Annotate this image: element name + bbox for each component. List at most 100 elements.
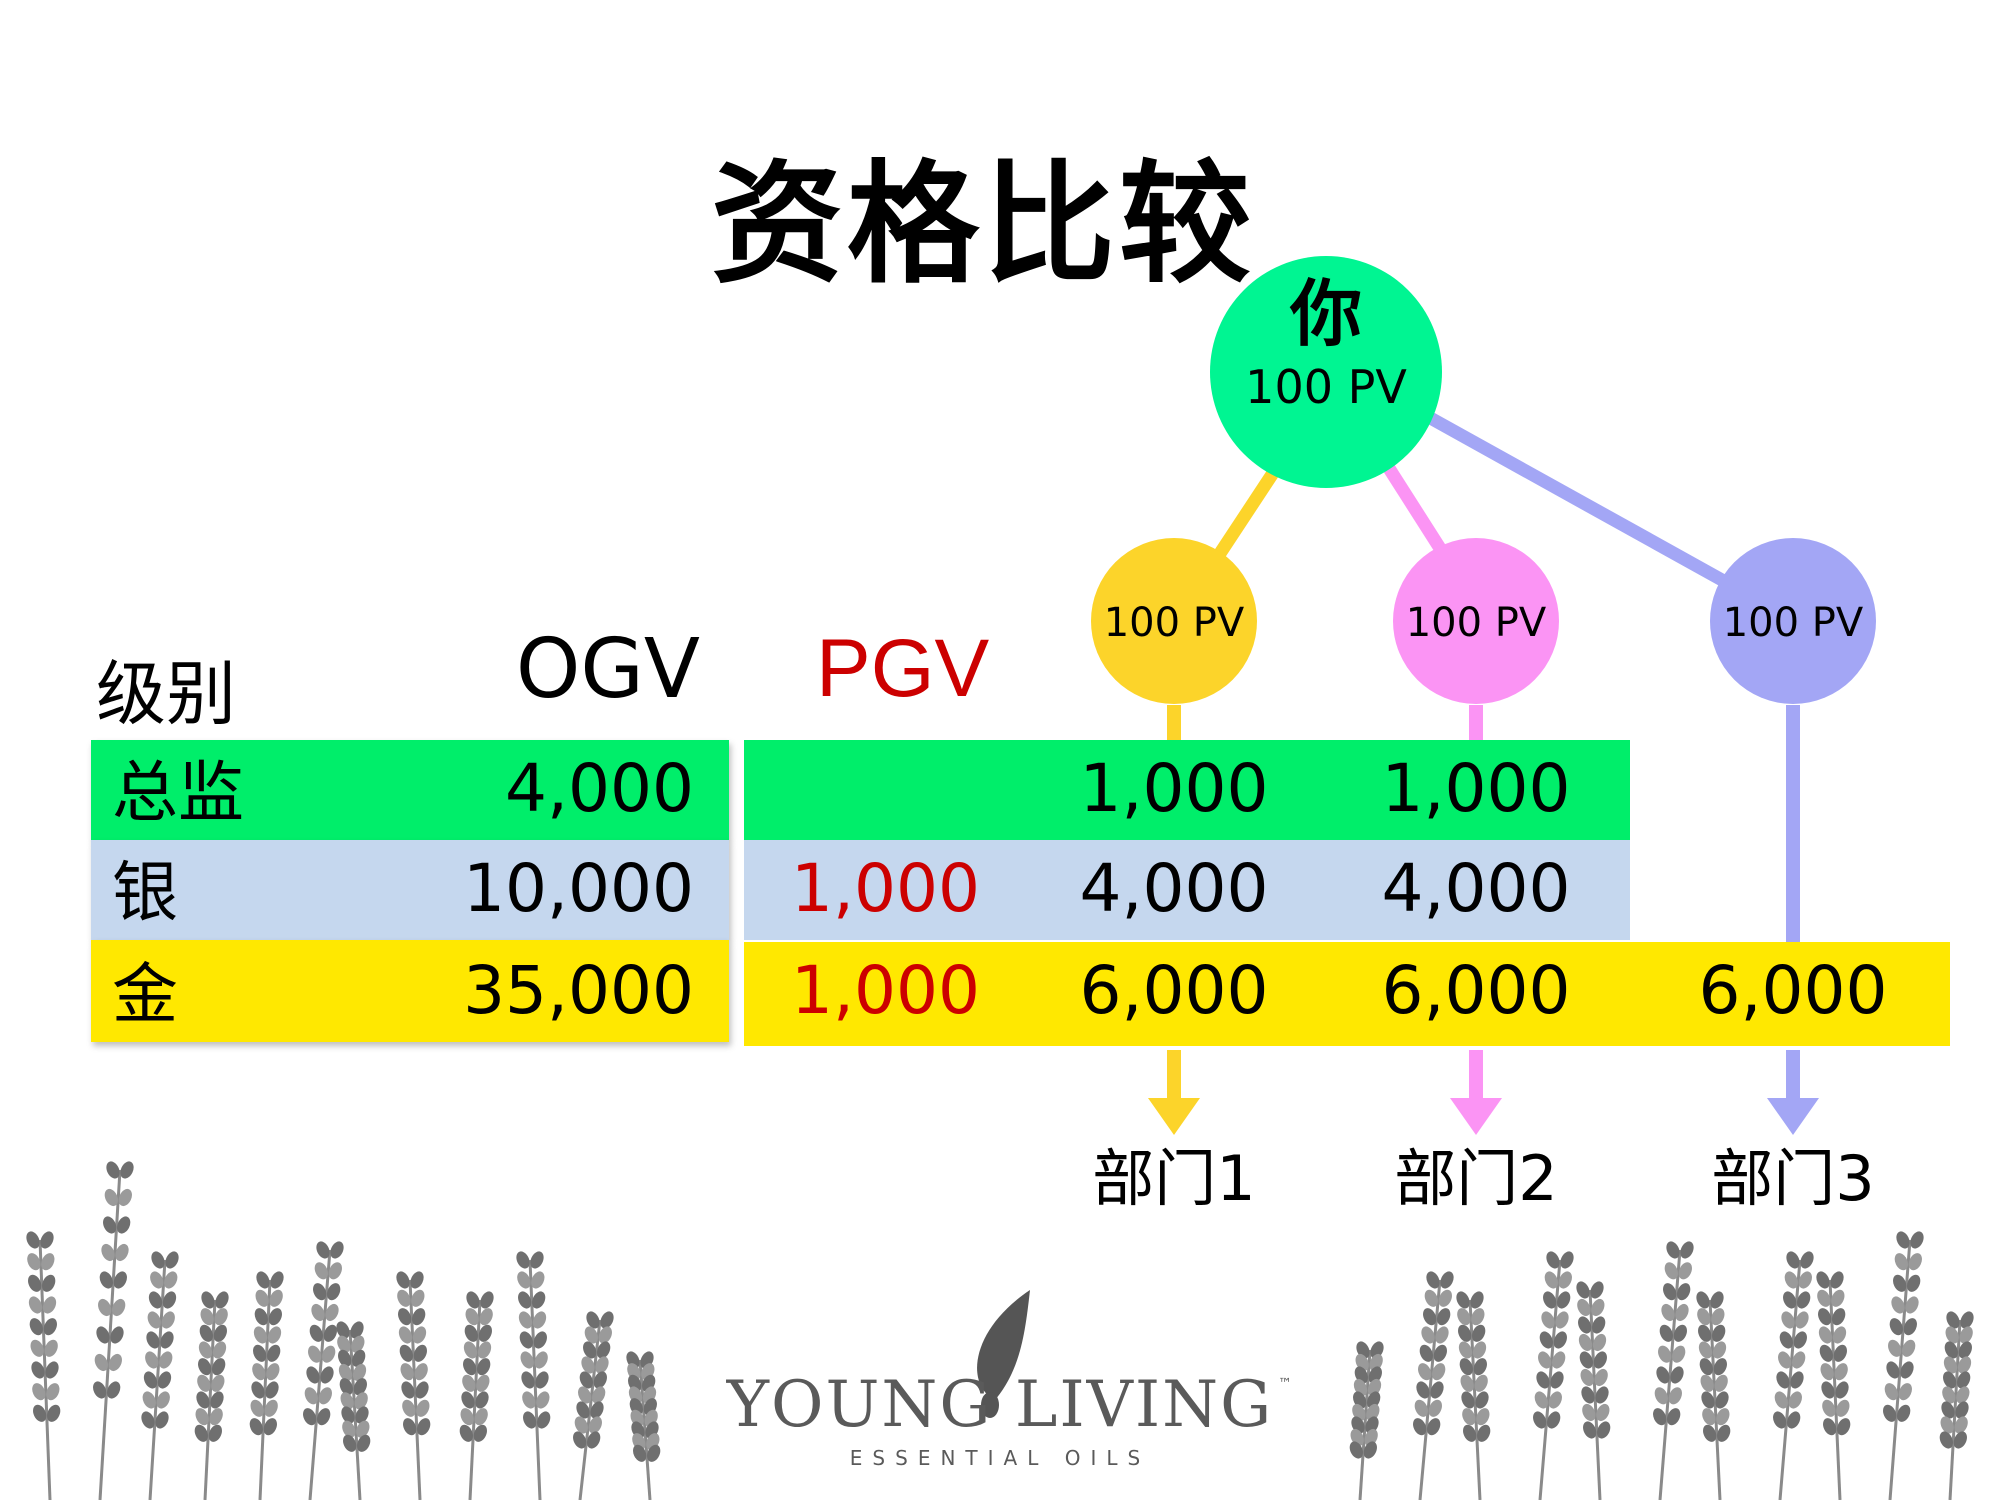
lavender-bud xyxy=(209,1408,223,1426)
lavender-bud xyxy=(147,1311,161,1329)
lavender-bud xyxy=(1472,1341,1487,1359)
lavender-bud xyxy=(474,1408,488,1426)
lavender-bud xyxy=(1458,1324,1472,1342)
lavender-bud xyxy=(1541,1311,1555,1329)
lavender-bud xyxy=(151,1251,165,1269)
lavender-bud xyxy=(1954,1416,1968,1434)
lavender-bud xyxy=(413,1344,427,1362)
lavender-bud xyxy=(1560,1251,1574,1269)
lavender-bud xyxy=(1421,1326,1435,1344)
lavender-bud xyxy=(330,1241,344,1259)
lavender-bud xyxy=(311,1303,325,1322)
lavender-bud xyxy=(398,1326,413,1344)
lavender-bud xyxy=(1905,1296,1919,1314)
lavender-stem xyxy=(1708,1299,1722,1500)
lavender-bud xyxy=(1438,1289,1452,1307)
lavender-bud xyxy=(355,1406,369,1424)
lavender-bud xyxy=(479,1308,493,1326)
lavender-bud xyxy=(402,1399,416,1417)
lavender-bud xyxy=(583,1341,597,1359)
lavender-bud xyxy=(401,1381,415,1399)
lavender-bud xyxy=(1717,1424,1731,1442)
lavender-bud xyxy=(534,1351,548,1369)
lavender-bud xyxy=(1536,1371,1550,1389)
lavender-bud xyxy=(1955,1401,1969,1419)
lavender-bud xyxy=(412,1326,427,1344)
lavender-bud xyxy=(1792,1351,1806,1369)
lavender-stem xyxy=(468,1299,482,1500)
lavender-bud xyxy=(476,1374,490,1392)
lavender-bud xyxy=(590,1401,604,1419)
lavender-bud xyxy=(600,1311,614,1329)
lavender-stem xyxy=(98,1169,122,1500)
lavender-bud xyxy=(597,1341,611,1359)
lavender-bud xyxy=(1700,1374,1714,1392)
lavender-bud xyxy=(251,1381,265,1399)
lavender-bud xyxy=(584,1326,598,1344)
header-level: 级别 xyxy=(96,653,236,735)
row-director-level: 总监 xyxy=(112,754,244,831)
lavender-bud xyxy=(1470,1291,1484,1309)
lavender-bud xyxy=(1781,1311,1795,1329)
lavender-stem xyxy=(408,1279,422,1500)
lavender-bud xyxy=(1697,1308,1711,1326)
lavender-bud xyxy=(27,1253,41,1271)
lavender-bud xyxy=(1424,1289,1438,1307)
lavender-bud xyxy=(1897,1404,1911,1422)
lavender-bud xyxy=(1471,1308,1485,1326)
lavender-bud xyxy=(1539,1331,1553,1349)
lavender-bud xyxy=(477,1358,491,1376)
lavender-bud xyxy=(1668,1387,1682,1405)
lavender-bud xyxy=(417,1418,431,1436)
lavender-bud xyxy=(1364,1428,1378,1447)
lavender-bud xyxy=(1459,1358,1473,1376)
lavender-bud xyxy=(1576,1281,1590,1299)
lavender-bud xyxy=(356,1420,370,1438)
lavender-bud xyxy=(531,1271,545,1289)
lavender-bud xyxy=(536,1391,550,1409)
lavender-bud xyxy=(165,1251,179,1269)
lavender-bud xyxy=(1793,1331,1807,1349)
lavender-stem xyxy=(1888,1239,1912,1500)
lavender-bud xyxy=(1418,1363,1432,1381)
lavender-bud xyxy=(103,1216,117,1234)
lavender-bud xyxy=(150,1271,164,1289)
lavender-bud xyxy=(267,1344,281,1362)
row-gold-leg1: 6,000 xyxy=(1079,952,1269,1029)
lavender-bud xyxy=(328,1262,342,1280)
lavender-bud xyxy=(1883,1404,1897,1422)
branch-label-3: 部门3 xyxy=(1711,1142,1875,1215)
lavender-bud xyxy=(1472,1324,1486,1342)
lavender-bud xyxy=(1552,1351,1566,1369)
connector-root-leg1 xyxy=(1207,466,1281,568)
lavender-bud xyxy=(317,1408,331,1426)
lavender-bud xyxy=(466,1291,480,1309)
lavender-bud xyxy=(1654,1387,1668,1405)
lavender-bud xyxy=(1945,1326,1959,1344)
lavender-bud xyxy=(411,1289,425,1307)
lavender-bud xyxy=(459,1424,473,1442)
lavender-bud xyxy=(1837,1418,1851,1436)
lavender-bud xyxy=(1367,1378,1382,1397)
lavender-stem xyxy=(1948,1319,1962,1500)
lavender-bud xyxy=(1534,1391,1548,1409)
lavender-bud xyxy=(45,1361,59,1379)
lavender-bud xyxy=(1910,1231,1924,1249)
lavender-bud xyxy=(1678,1262,1692,1280)
lavender-bud xyxy=(593,1371,607,1389)
lavender-bud xyxy=(142,1391,156,1409)
row-gold-left-band xyxy=(91,940,729,1042)
lavender-bud xyxy=(1349,1441,1363,1459)
lavender-bud xyxy=(351,1335,365,1353)
lavender-bud xyxy=(1458,1341,1473,1359)
lavender-bud xyxy=(1428,1399,1442,1417)
logo-tm: ™ xyxy=(1278,1376,1292,1392)
lavender-bud xyxy=(1776,1371,1790,1389)
lavender-bud xyxy=(1889,1318,1903,1336)
lavender-bud xyxy=(1432,1363,1446,1381)
arrow-leg3 xyxy=(1767,1050,1819,1135)
lavender-bud xyxy=(269,1289,283,1307)
lavender-bud xyxy=(267,1326,282,1344)
lavender-bud xyxy=(104,1188,118,1207)
lavender-bud xyxy=(1672,1345,1686,1363)
